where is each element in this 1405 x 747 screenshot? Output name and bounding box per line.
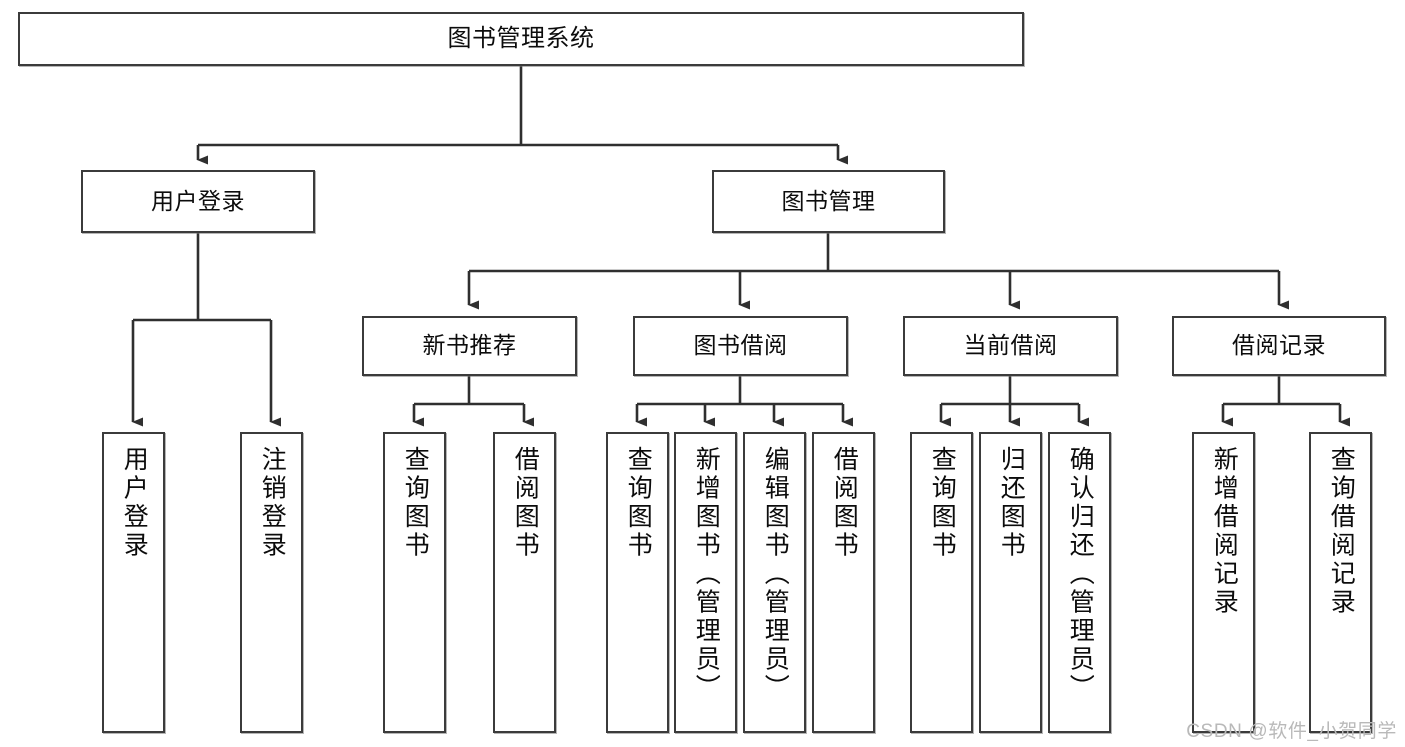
leaf-book-borrow-borrow[interactable]: 借阅图书	[812, 432, 875, 733]
leaf-new-book-borrow[interactable]: 借阅图书	[493, 432, 556, 733]
leaf-book-borrow-edit[interactable]: 编辑图书（管理员）	[743, 432, 806, 733]
node-root-system[interactable]: 图书管理系统	[18, 12, 1024, 66]
leaf-new-book-query[interactable]: 查询图书	[383, 432, 446, 733]
leaf-book-borrow-query[interactable]: 查询图书	[606, 432, 669, 733]
node-label: 查询借阅记录	[1327, 446, 1356, 617]
node-label: 用户登录	[120, 446, 149, 560]
node-label: 新书推荐	[422, 332, 517, 359]
leaf-borrow-record-query[interactable]: 查询借阅记录	[1309, 432, 1372, 733]
leaf-book-borrow-add[interactable]: 新增图书（管理员）	[674, 432, 737, 733]
node-user-login[interactable]: 用户登录	[81, 170, 315, 233]
node-label: 借阅记录	[1232, 332, 1326, 359]
node-label: 查询图书	[928, 446, 957, 560]
leaf-current-borrow-confirm-return[interactable]: 确认归还（管理员）	[1048, 432, 1111, 733]
node-label: 新增借阅记录	[1210, 446, 1239, 617]
node-label: 用户登录	[151, 187, 245, 214]
leaf-current-borrow-return[interactable]: 归还图书	[979, 432, 1042, 733]
leaf-user-login-login[interactable]: 用户登录	[102, 432, 165, 733]
node-borrow-record[interactable]: 借阅记录	[1172, 316, 1386, 376]
watermark: CSDN @软件_小贺同学	[1186, 721, 1397, 742]
node-label: 注销登录	[258, 446, 287, 560]
leaf-user-login-logout[interactable]: 注销登录	[240, 432, 303, 733]
node-current-borrow[interactable]: 当前借阅	[903, 316, 1118, 376]
node-label: 当前借阅	[963, 332, 1058, 359]
node-label: 图书借阅	[693, 332, 788, 359]
leaf-borrow-record-add[interactable]: 新增借阅记录	[1192, 432, 1255, 733]
node-new-book-recommend[interactable]: 新书推荐	[362, 316, 577, 376]
node-label: 图书管理	[781, 187, 876, 214]
node-label: 编辑图书（管理员）	[761, 446, 790, 703]
node-book-management[interactable]: 图书管理	[712, 170, 945, 233]
node-label: 确认归还（管理员）	[1066, 446, 1095, 703]
node-label: 图书管理系统	[447, 24, 595, 52]
node-label: 新增图书（管理员）	[692, 446, 721, 703]
node-book-borrow[interactable]: 图书借阅	[633, 316, 848, 376]
leaf-current-borrow-query[interactable]: 查询图书	[910, 432, 973, 733]
node-label: 查询图书	[624, 446, 653, 560]
node-label: 查询图书	[401, 446, 430, 560]
node-label: 借阅图书	[830, 446, 859, 560]
node-label: 借阅图书	[511, 446, 540, 560]
node-label: 归还图书	[997, 446, 1026, 560]
